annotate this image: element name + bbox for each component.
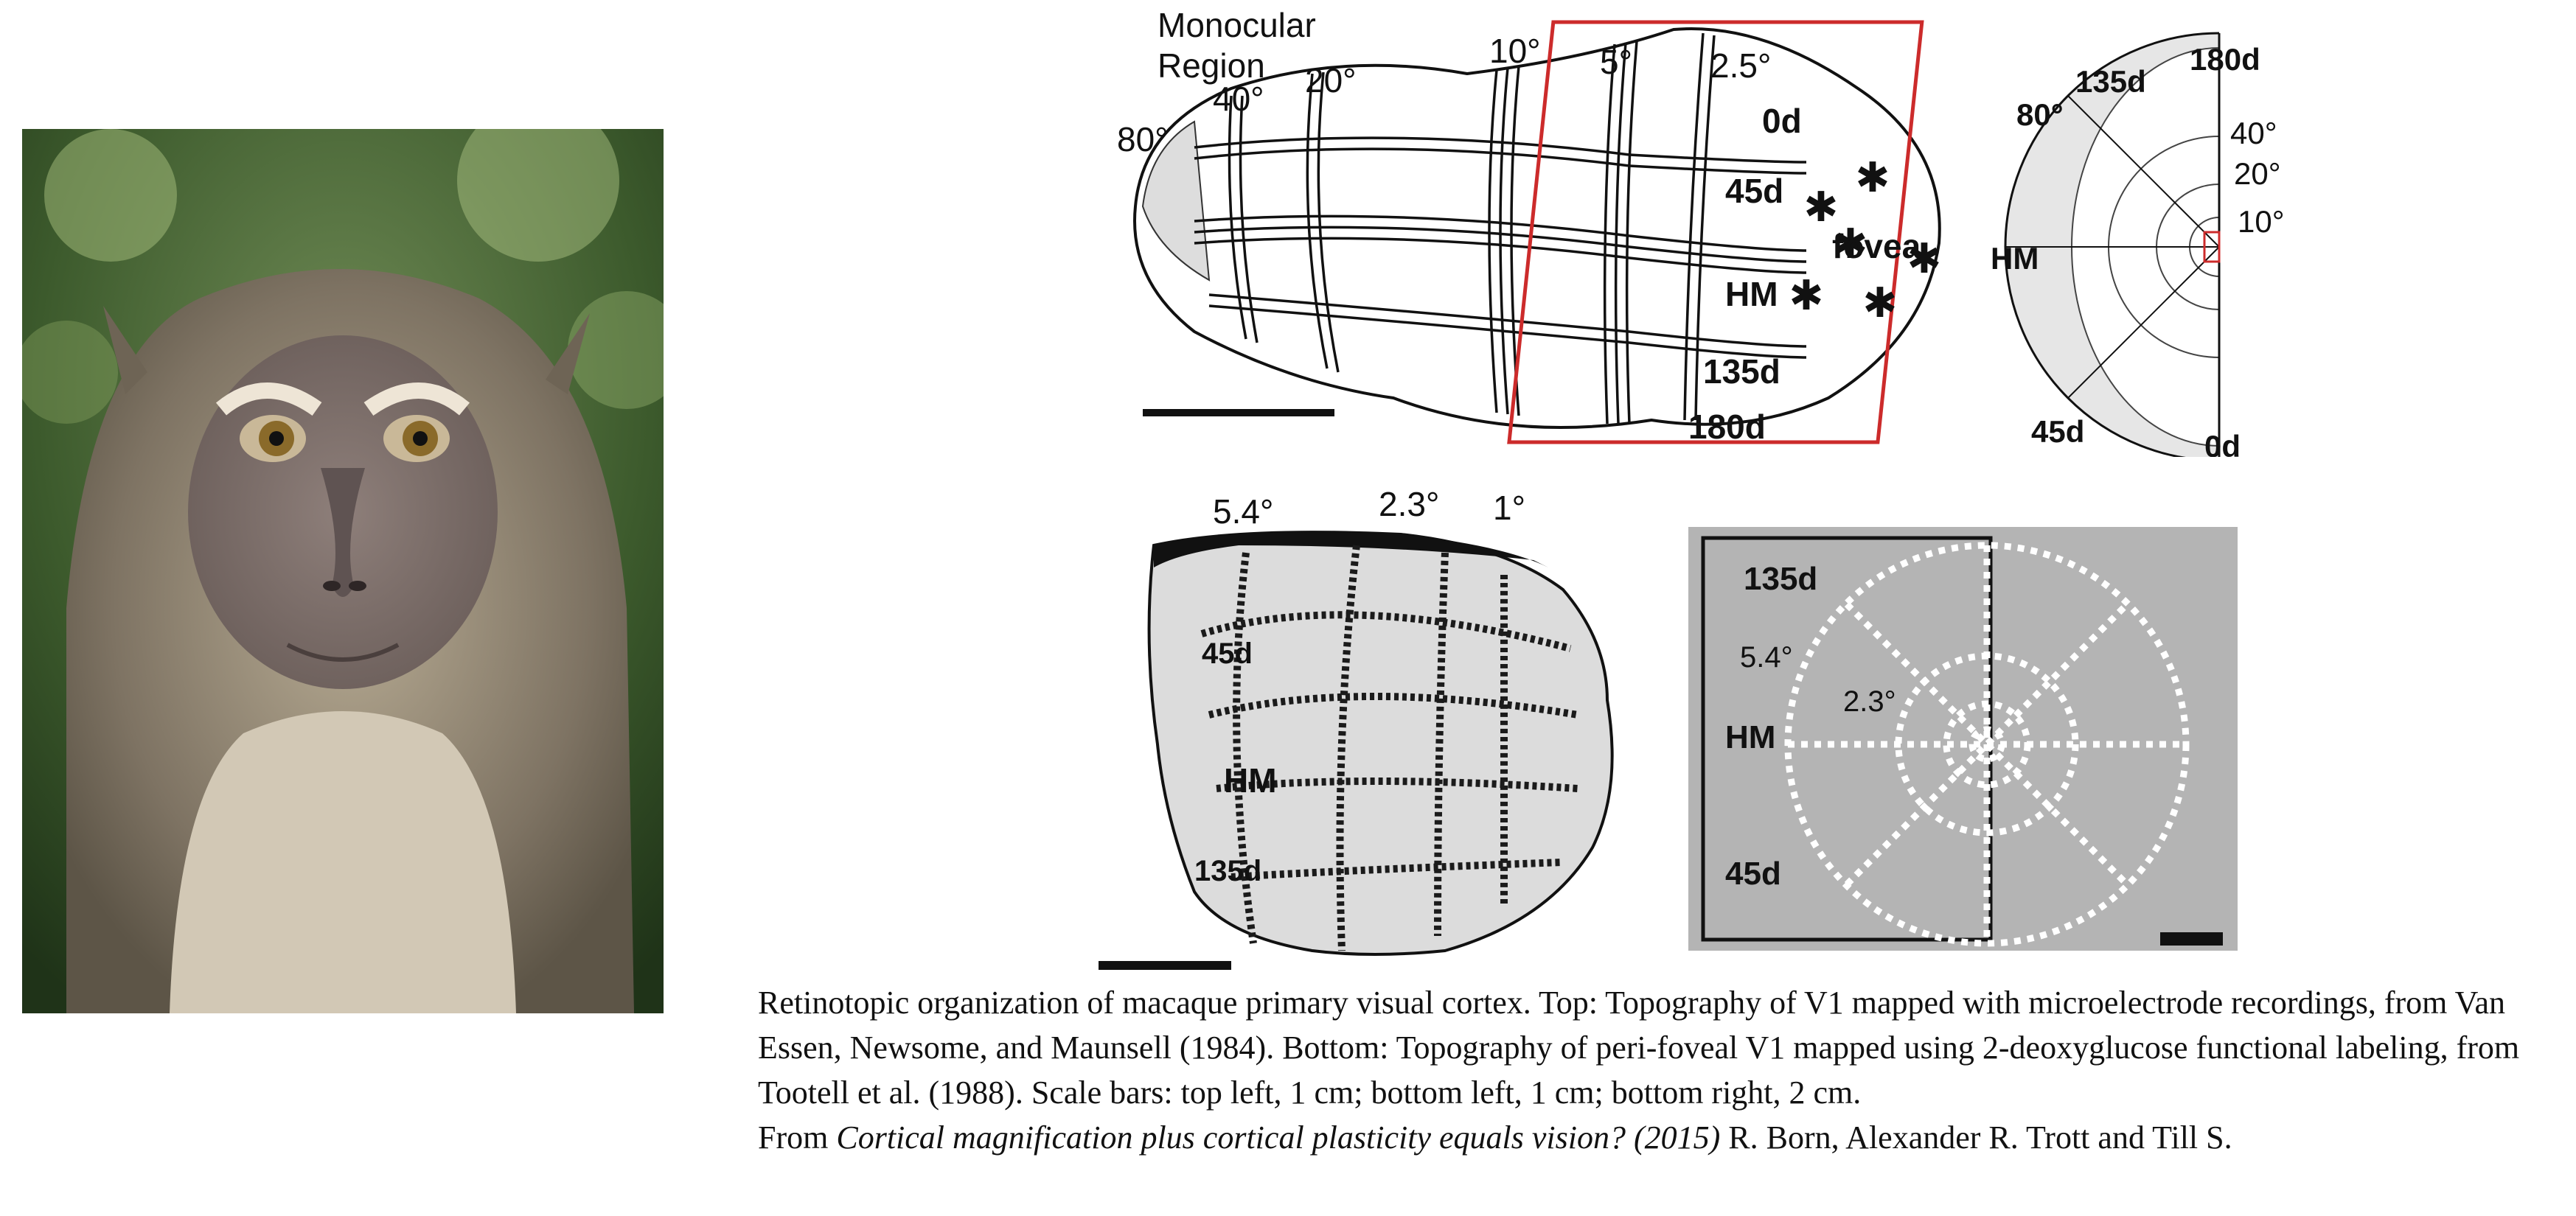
bottom-stimulus-pattern: 135d 5.4° 2.3° HM 45d [1688,527,2238,951]
stim-45d-label: 45d [1725,856,1781,892]
citation-line: From Cortical magnification plus cortica… [758,1115,2557,1160]
ecc-10-label: 10° [1489,32,1541,70]
figure-caption: Retinotopic organization of macaque prim… [758,980,2557,1160]
pol-135d-label: 135d [1703,352,1780,391]
pol-hm-label: HM [1725,275,1778,313]
top-hemifield-diagram: 135d 180d 80° 40° 20° 10° HM 45d 0d [1991,32,2285,457]
bottom-2dg-stain: 5.4° 2.3° 1° 45d HM 135d [1099,485,1614,970]
hemi-hm-label: HM [1991,241,2039,276]
monocular-label: Monocular [1158,6,1316,44]
ecc-20-label: 20° [1305,61,1357,99]
pol-45d-label: 45d [1725,172,1783,210]
bottom-right-scale-bar [2160,932,2223,946]
caption-text: Retinotopic organization of macaque prim… [758,985,2520,1111]
hemi-10-label: 10° [2238,204,2285,239]
ecc-40-label: 40° [1213,80,1264,118]
svg-text:✱: ✱ [1834,220,1868,267]
stim-5-4-label: 5.4° [1740,641,1793,674]
hemi-135d-label: 135d [2075,64,2146,99]
hemi-20-label: 20° [2234,156,2281,191]
region-label: Region [1158,46,1265,85]
stim-hm-label: HM [1725,719,1775,755]
hemi-0d-label: 0d [2204,429,2241,457]
ecc-80-label: 80° [1117,120,1169,158]
stim-135d-label: 135d [1744,561,1817,597]
hemi-80-label: 80° [2016,97,2064,132]
fovea-label: fovea [1832,227,1921,265]
ecc-5-label: 5° [1600,43,1632,81]
svg-text:✱: ✱ [1856,154,1890,200]
ecc-2-5-label: 2.5° [1710,46,1771,85]
stain-135d-label: 135d [1194,855,1261,887]
pol-0d-label: 0d [1762,102,1802,140]
svg-text:✱: ✱ [1907,235,1942,282]
svg-text:✱: ✱ [1789,272,1824,318]
stim-2-3-label: 2.3° [1843,685,1896,718]
hemi-40-label: 40° [2230,116,2277,150]
hemi-45d-label: 45d [2031,414,2084,449]
svg-text:✱: ✱ [1863,279,1898,326]
citation-authors: R. Born, Alexander R. Trott and Till S. [1720,1119,2232,1156]
citation-title: Cortical magnification plus cortical pla… [836,1119,1721,1156]
svg-text:✱: ✱ [1804,184,1839,230]
stain-45d-label: 45d [1202,637,1253,670]
hemi-180d-label: 180d [2190,42,2260,77]
foveal-box [1507,20,1924,444]
stain-1-label: 1° [1493,489,1525,527]
stain-5-4-label: 5.4° [1213,492,1273,531]
pol-180d-label: 180d [1688,408,1766,446]
top-cortical-map: ✱✱✱✱✱✱ Monocular Region 80° 40° 20° 10° … [1117,6,1942,446]
macaque-photo [22,129,664,1013]
citation-prefix: From [758,1119,837,1156]
stain-hm-label: HM [1224,761,1277,800]
stain-2-3-label: 2.3° [1379,485,1439,523]
